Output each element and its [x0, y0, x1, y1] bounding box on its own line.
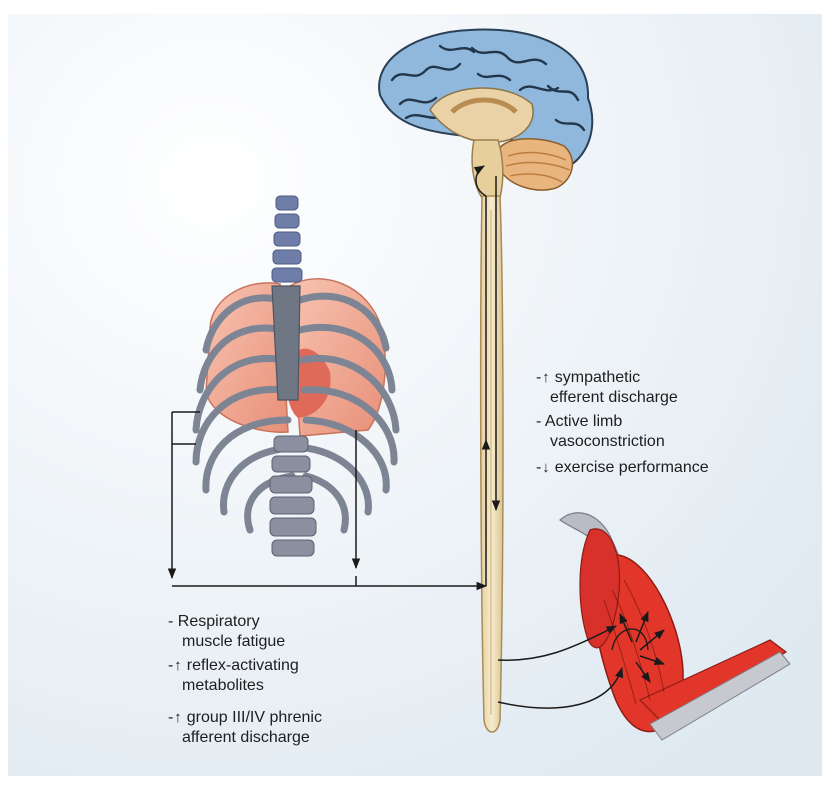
annotation-respiratory-fatigue: - Respiratory muscle fatigue: [168, 612, 285, 652]
annotation-line: afferent discharge: [168, 729, 310, 746]
annotation-line: sympathetic: [555, 369, 640, 386]
up-arrow-icon: ↑: [173, 656, 182, 676]
annotation-line: muscle fatigue: [168, 633, 285, 650]
down-arrow-icon: ↓: [541, 458, 550, 478]
bullet-dash: -: [168, 613, 173, 630]
annotation-metabolites: -↑ reflex-activating metabolites: [168, 656, 299, 696]
annotation-vasoconstriction: - Active limb vasoconstriction: [536, 412, 665, 452]
up-arrow-icon: ↑: [541, 368, 550, 388]
annotation-phrenic-discharge: -↑ group III/IV phrenic afferent dischar…: [168, 708, 322, 748]
annotation-line: exercise performance: [555, 459, 709, 476]
annotation-line: vasoconstriction: [536, 433, 665, 450]
annotation-line: metabolites: [168, 677, 264, 694]
spinal-cord: [481, 196, 503, 732]
annotation-line: Respiratory: [178, 613, 260, 630]
annotation-line: reflex-activating: [187, 657, 299, 674]
annotation-line: Active limb: [545, 413, 622, 430]
bullet-dash: -: [536, 413, 541, 430]
annotation-line: group III/IV phrenic: [187, 709, 322, 726]
annotation-exercise-performance: -↓ exercise performance: [536, 458, 709, 478]
figure-panel: [8, 14, 822, 776]
annotation-sympathetic: -↑ sympathetic efferent discharge: [536, 368, 678, 408]
annotation-line: efferent discharge: [536, 389, 678, 406]
up-arrow-icon: ↑: [173, 708, 182, 728]
